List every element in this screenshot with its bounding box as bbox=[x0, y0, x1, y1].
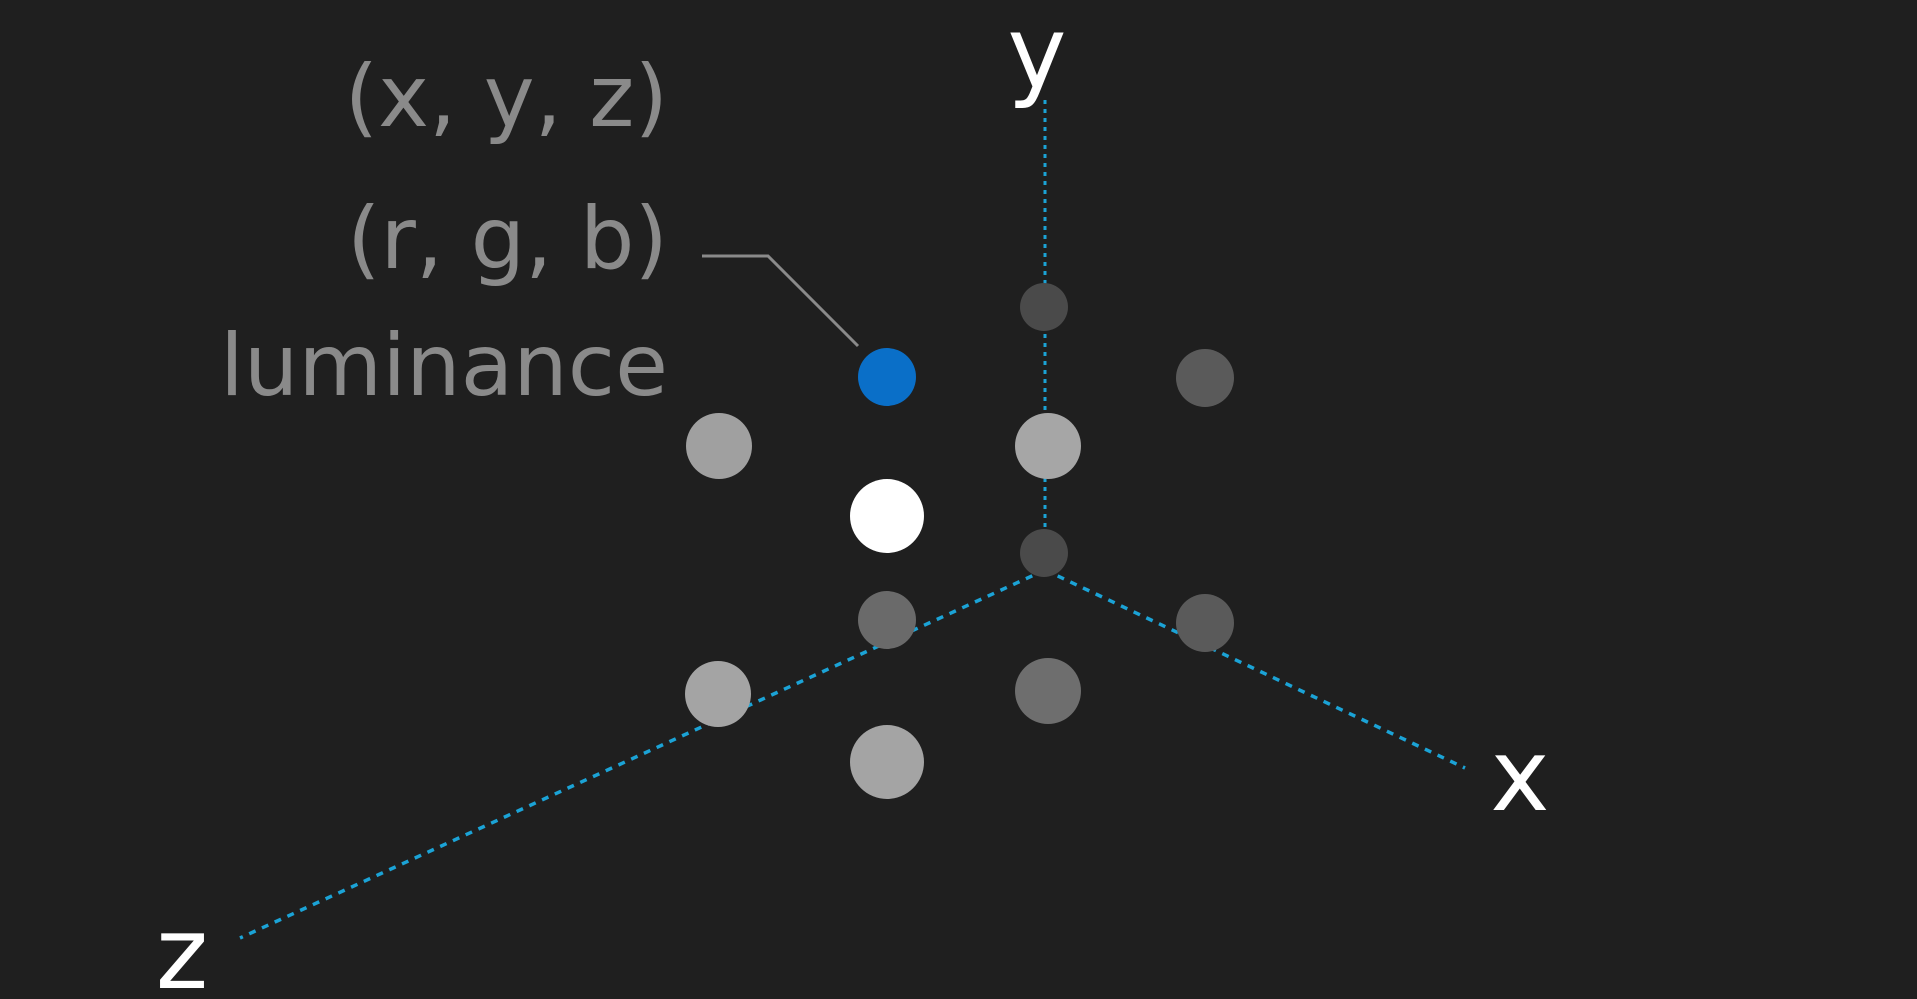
z-axis-label: z bbox=[156, 895, 209, 999]
point-right-top bbox=[1176, 349, 1234, 407]
axis-labels: y x z bbox=[156, 0, 1550, 999]
color-label: (r, g, b) bbox=[347, 189, 668, 289]
position-label: (x, y, z) bbox=[345, 47, 668, 147]
point-center-mid bbox=[858, 591, 916, 649]
point-bottom bbox=[850, 725, 924, 799]
point-right-mid bbox=[1176, 594, 1234, 652]
z-axis-line bbox=[239, 568, 1046, 940]
label-leader-line bbox=[702, 254, 860, 348]
axes bbox=[239, 100, 1466, 940]
point-center-upper bbox=[1015, 413, 1081, 479]
luminance-label: luminance bbox=[220, 316, 668, 416]
point-left-upper bbox=[686, 413, 752, 479]
point-cloud bbox=[685, 283, 1234, 799]
point-back-top bbox=[1020, 283, 1068, 331]
point-left-lower bbox=[685, 661, 751, 727]
point-origin bbox=[1020, 529, 1068, 577]
point-highlight-blue bbox=[858, 348, 916, 406]
point-white bbox=[850, 479, 924, 553]
property-labels: (x, y, z) (r, g, b) luminance bbox=[220, 47, 668, 416]
point-center-lower bbox=[1015, 658, 1081, 724]
x-axis-label: x bbox=[1490, 717, 1549, 834]
x-axis-line bbox=[1044, 568, 1466, 770]
y-axis-label: y bbox=[1007, 0, 1066, 111]
